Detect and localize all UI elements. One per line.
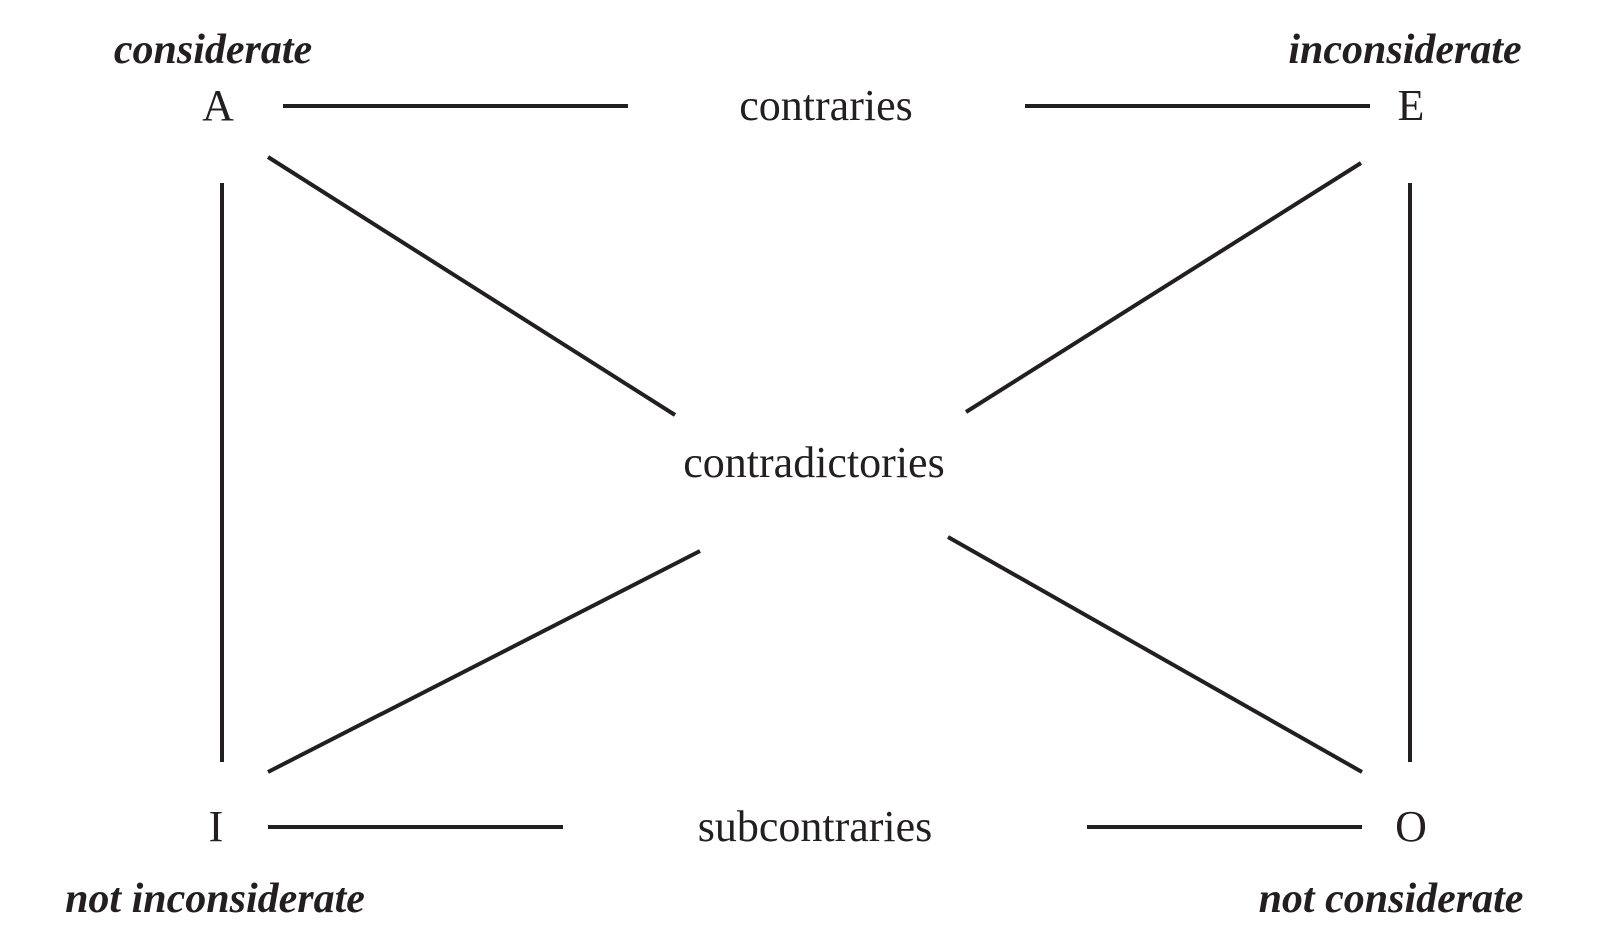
contradictories-label: contradictories (683, 438, 944, 487)
vertex-o-label: O (1395, 802, 1427, 851)
term-i: not inconsiderate (65, 876, 365, 922)
subcontraries-label: subcontraries (698, 802, 933, 851)
contradictory-line-e (964, 161, 1363, 414)
term-e: inconsiderate (1288, 27, 1521, 73)
vertex-e-label: E (1398, 81, 1425, 130)
term-o: not considerate (1259, 876, 1524, 922)
contraries-label: contraries (739, 81, 912, 130)
contradictory-line-o (947, 535, 1363, 774)
contradictory-line-i (267, 549, 701, 774)
vertex-i-label: I (209, 802, 224, 851)
vertex-a-label: A (202, 81, 234, 130)
contradictory-line-a (266, 155, 677, 417)
term-a: considerate (114, 27, 312, 73)
